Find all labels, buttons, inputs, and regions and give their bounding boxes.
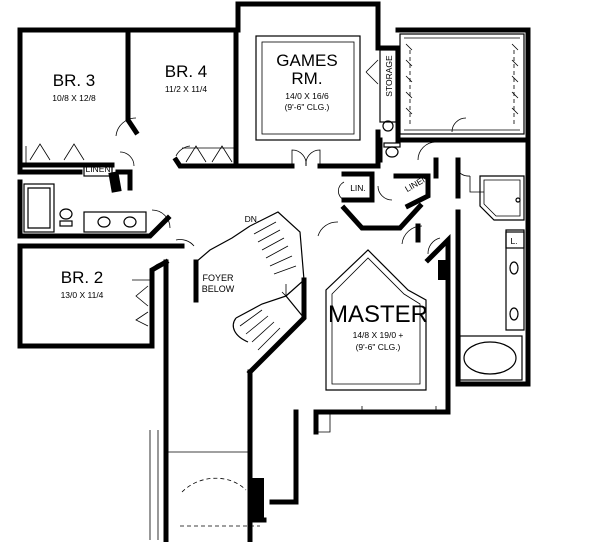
master-name: MASTER [328,301,428,328]
master-labels: MASTER 14/8 X 19/0 + (9'-6" CLG.) [328,301,428,352]
l-label: L. [510,236,517,246]
down-label: DN. [245,214,260,224]
br2-labels: BR. 2 13/0 X 11/4 [61,268,104,300]
games-labels: GAMES RM. 14/0 X 16/6 (9'-6" CLG.) [276,51,337,112]
br3-name: BR. 3 [53,71,96,90]
games-size: 14/0 X 16/6 [285,91,329,101]
foyer-line-1: FOYER [202,273,234,283]
br3-size: 10/8 X 12/8 [52,93,96,103]
games-name-2: RM. [291,69,322,88]
br2-name: BR. 2 [61,268,104,287]
master-size: 14/8 X 19/0 + [353,330,404,340]
games-ceiling: (9'-6" CLG.) [285,102,330,112]
walls [17,1,531,542]
br4-size: 11/2 X 11/4 [165,84,207,94]
br3-labels: BR. 3 10/8 X 12/8 [52,71,96,103]
foyer-line-2: BELOW [202,284,235,294]
master-ceiling: (9'-6" CLG.) [356,342,401,352]
storage-label: STORAGE [384,55,394,97]
br4-name: BR. 4 [165,62,208,81]
details [23,33,525,540]
lin-label: LIN. [350,183,366,193]
foyer-labels: FOYER BELOW [202,273,235,294]
games-name-1: GAMES [276,51,337,70]
br2-size: 13/0 X 11/4 [61,290,104,300]
br4-labels: BR. 4 11/2 X 11/4 [165,62,208,94]
linen-left-label: LINEN [85,164,110,174]
